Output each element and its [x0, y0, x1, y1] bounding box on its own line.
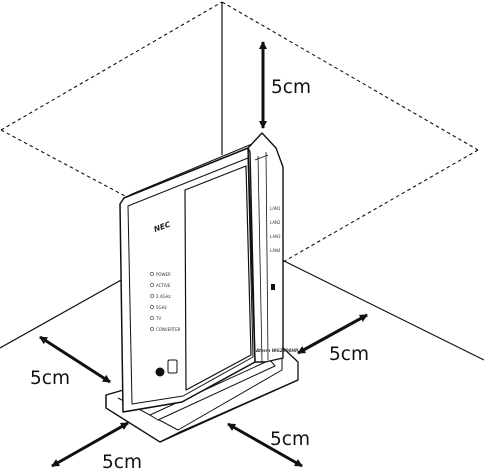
model-badge: Aterm WG2600HP — [255, 348, 299, 353]
side-led-2: LAN2 — [270, 220, 281, 225]
dim-label-bottom-left: 5cm — [102, 452, 142, 473]
dim-label-right: 5cm — [329, 344, 369, 365]
front-buttons — [155, 359, 178, 377]
router-front-bezel — [127, 157, 254, 405]
router-center-panel — [184, 165, 252, 391]
power-button-icon — [155, 367, 165, 377]
clearance-arrow-icon — [39, 335, 111, 384]
dimension-arrows — [39, 41, 368, 468]
led-label-5ghz: 5GHz — [156, 305, 167, 310]
side-led-group: LAN1 LAN2 LAN3 LAN4 — [270, 206, 281, 290]
dim-label-front-left: 5cm — [30, 368, 70, 389]
dim-label-bottom-right: 5cm — [270, 429, 310, 450]
front-led-group: POWER ACTIVE 2.4GHz 5GHz TV CONVERTER — [150, 272, 181, 332]
floor-edge-right — [277, 257, 484, 361]
router-device — [119, 132, 284, 413]
led-label-24ghz: 2.4GHz — [156, 294, 171, 299]
led-label-tv: TV — [155, 316, 161, 321]
dim-label-top: 5cm — [271, 77, 311, 98]
stand-front-edge — [105, 379, 299, 443]
side-led-3: LAN3 — [270, 234, 281, 239]
led-label-active: ACTIVE — [156, 283, 171, 288]
clearance-arrow-icon — [297, 313, 368, 355]
stand-slot — [149, 359, 276, 421]
led-label-converter: CONVERTER — [156, 327, 181, 332]
side-led-1: LAN1 — [270, 206, 281, 211]
clearance-arrow-icon — [227, 422, 303, 468]
setup-button — [167, 359, 178, 374]
side-port — [271, 284, 275, 290]
led-label-power: POWER — [156, 272, 171, 277]
router-side-face — [247, 132, 284, 363]
clearance-arrow-icon — [51, 421, 129, 468]
side-led-4: LAN4 — [270, 248, 281, 253]
